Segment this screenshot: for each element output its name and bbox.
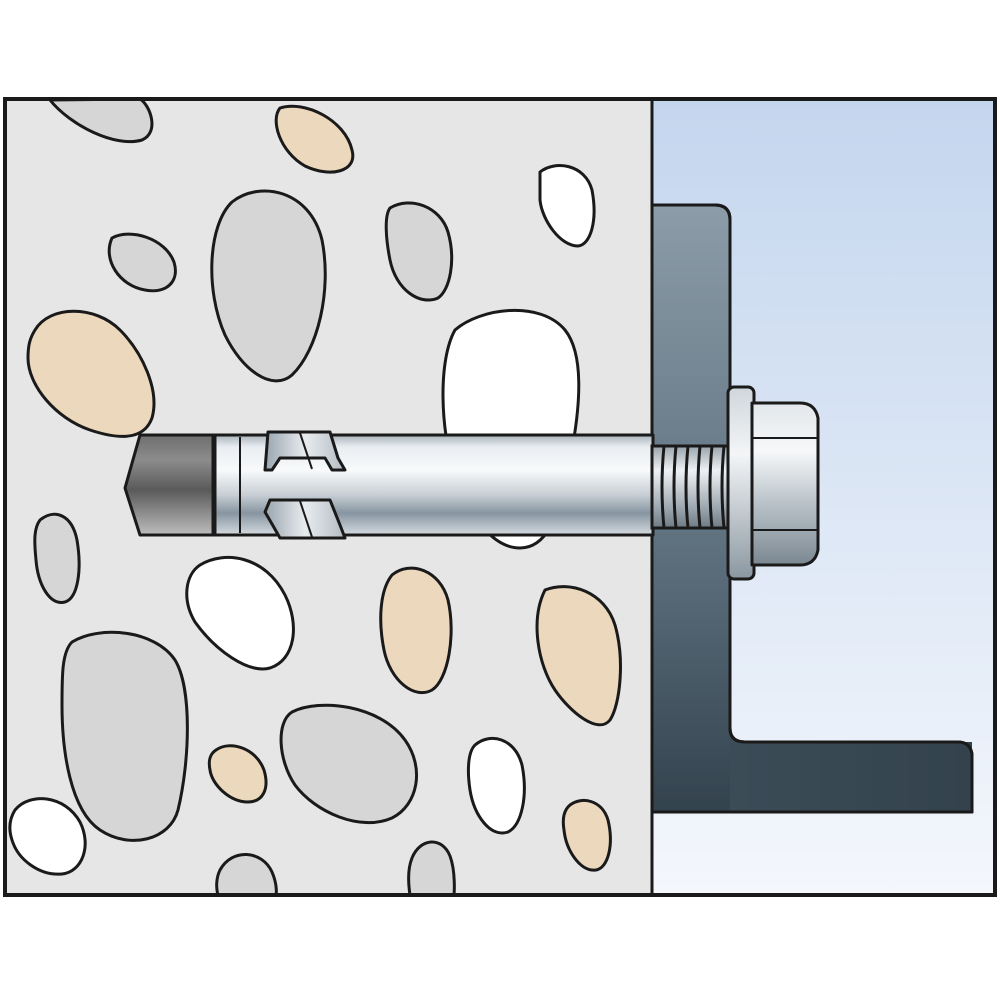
stone-gray	[215, 853, 278, 895]
diagram-frame	[3, 97, 997, 897]
stone-white	[466, 736, 526, 835]
stone-tan	[379, 566, 453, 695]
stone-tan	[274, 104, 355, 174]
stone-gray	[60, 630, 189, 842]
stone-white	[538, 164, 596, 248]
stone-gray	[210, 189, 327, 383]
stone-gray	[107, 232, 177, 293]
stone-tan	[535, 585, 622, 727]
stone-gray	[33, 512, 81, 604]
hex-nut	[750, 401, 820, 567]
stone-white	[185, 556, 295, 671]
stone-white	[8, 797, 87, 876]
expansion-anchor-bolt	[123, 430, 655, 540]
stone-gray	[407, 840, 456, 895]
stone-gray	[279, 703, 418, 824]
stone-gray	[48, 99, 154, 143]
stone-tan	[207, 744, 268, 804]
bolt-cone-tip	[123, 433, 217, 537]
washer	[726, 385, 756, 581]
stone-tan	[561, 799, 612, 872]
stone-gray	[384, 201, 454, 302]
thread-grooves	[660, 445, 726, 529]
bracket-foot-shade	[730, 742, 972, 812]
stone-tan	[26, 309, 156, 438]
